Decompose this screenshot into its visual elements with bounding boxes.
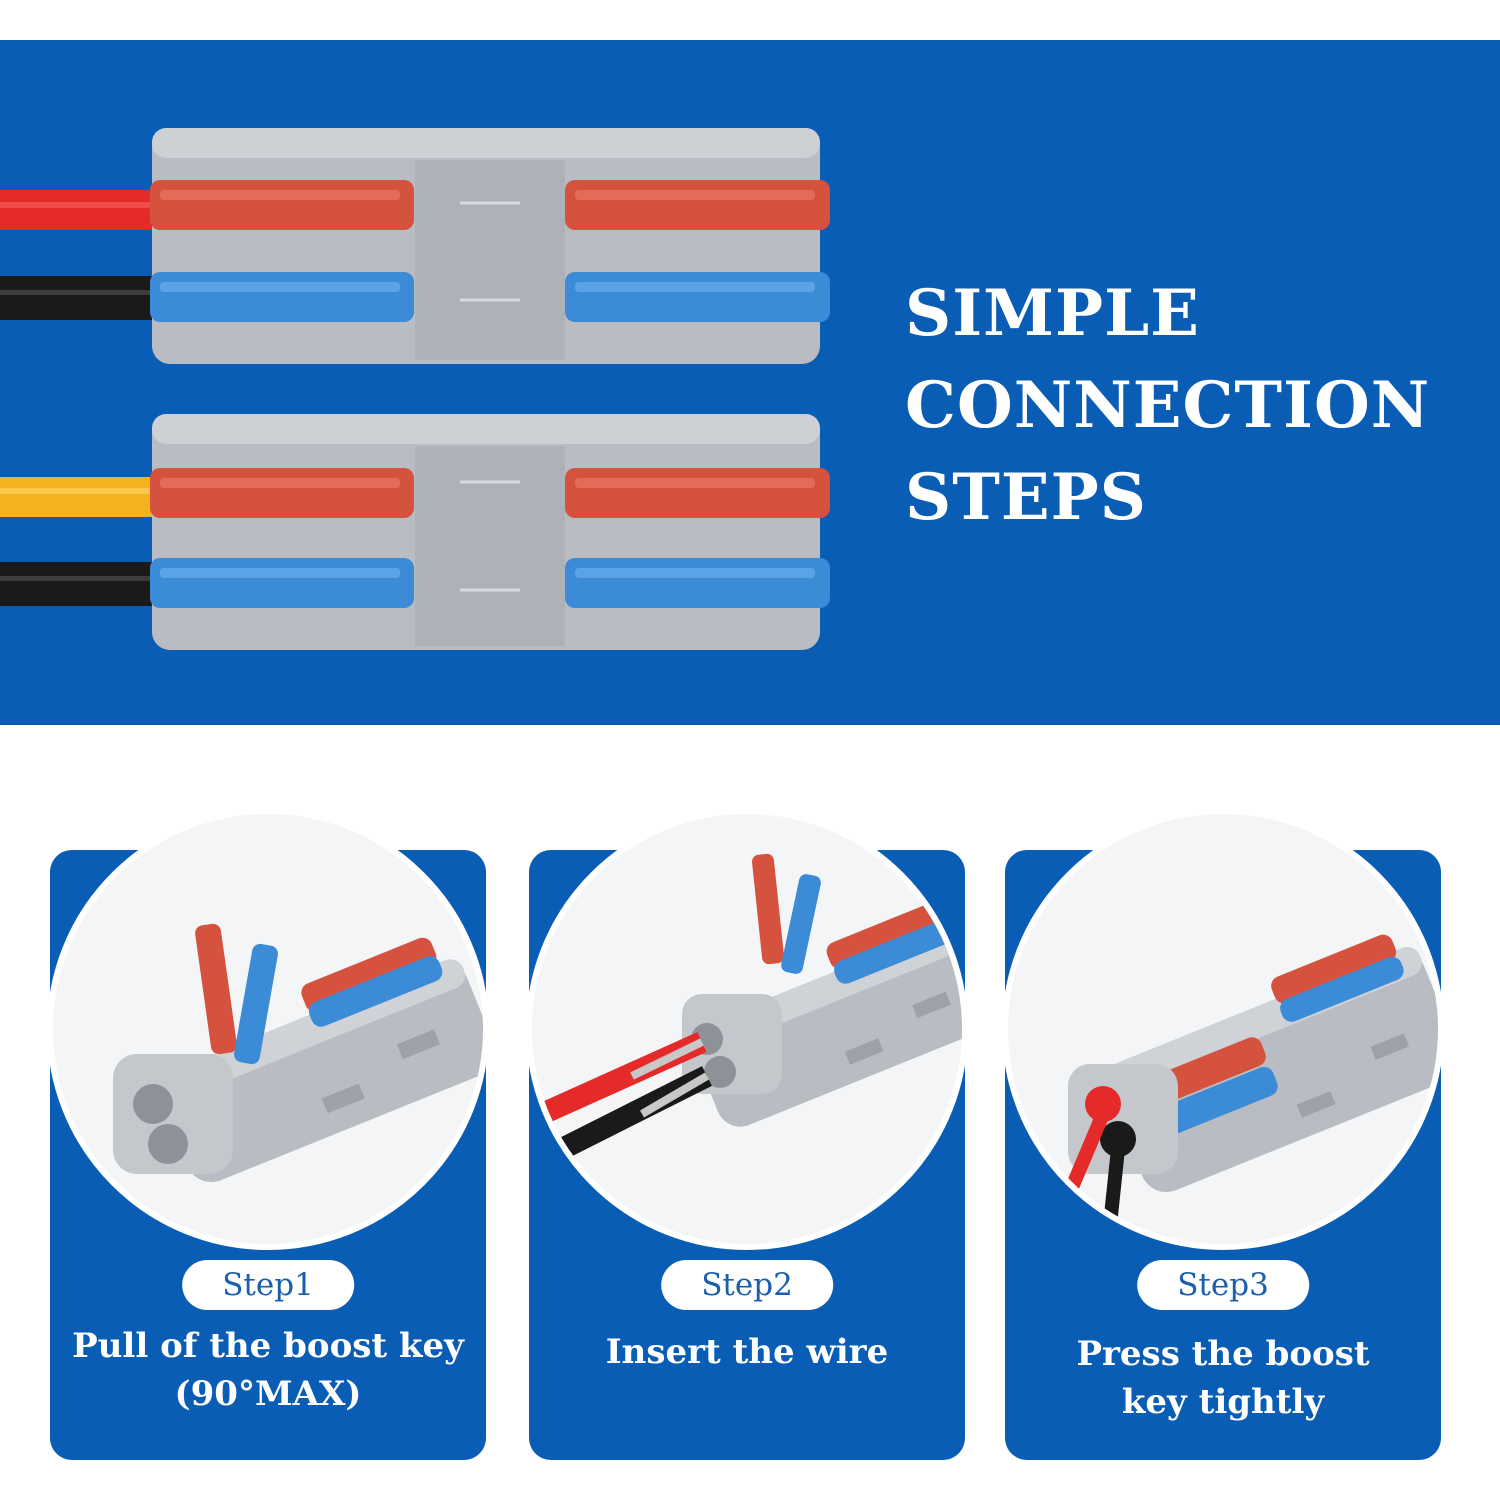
connector-closed-levers-icon <box>1008 814 1438 1244</box>
step-card-2: Step2 Insert the wire <box>526 808 968 1460</box>
connector-top-icon <box>0 128 830 364</box>
step-2-caption: Insert the wire <box>529 1328 965 1376</box>
step-3-caption-line-1: Press the boost <box>1076 1334 1370 1374</box>
step-3-label: Step3 <box>1137 1260 1309 1310</box>
step-3-caption: Press the boost key tightly <box>1005 1330 1441 1426</box>
hero-banner: SIMPLE CONNECTION STEPS <box>0 40 1500 725</box>
step-2-image <box>526 808 968 1250</box>
connector-open-levers-icon <box>53 814 483 1244</box>
headline-line-1: SIMPLE <box>905 276 1200 351</box>
connector-bottom-icon <box>0 414 830 650</box>
headline-line-2: CONNECTION <box>905 368 1431 443</box>
step-1-image <box>47 808 489 1250</box>
connectors-photo <box>0 128 830 650</box>
step-1-caption-line-2: (90°MAX) <box>174 1374 362 1414</box>
headline-line-3: STEPS <box>905 460 1147 535</box>
step-3-image <box>1002 808 1444 1250</box>
connector-insert-wire-icon <box>532 814 962 1244</box>
step-card-3: Step3 Press the boost key tightly <box>1002 808 1444 1460</box>
step-1-caption-line-1: Pull of the boost key <box>72 1326 464 1366</box>
step-card-1: Step1 Pull of the boost key (90°MAX) <box>47 808 489 1460</box>
step-2-caption-line-1: Insert the wire <box>605 1332 889 1372</box>
step-2-label: Step2 <box>661 1260 833 1310</box>
step-3-caption-line-2: key tightly <box>1121 1382 1325 1422</box>
step-1-caption: Pull of the boost key (90°MAX) <box>50 1322 486 1418</box>
step-1-label: Step1 <box>182 1260 354 1310</box>
headline: SIMPLE CONNECTION STEPS <box>905 268 1485 544</box>
